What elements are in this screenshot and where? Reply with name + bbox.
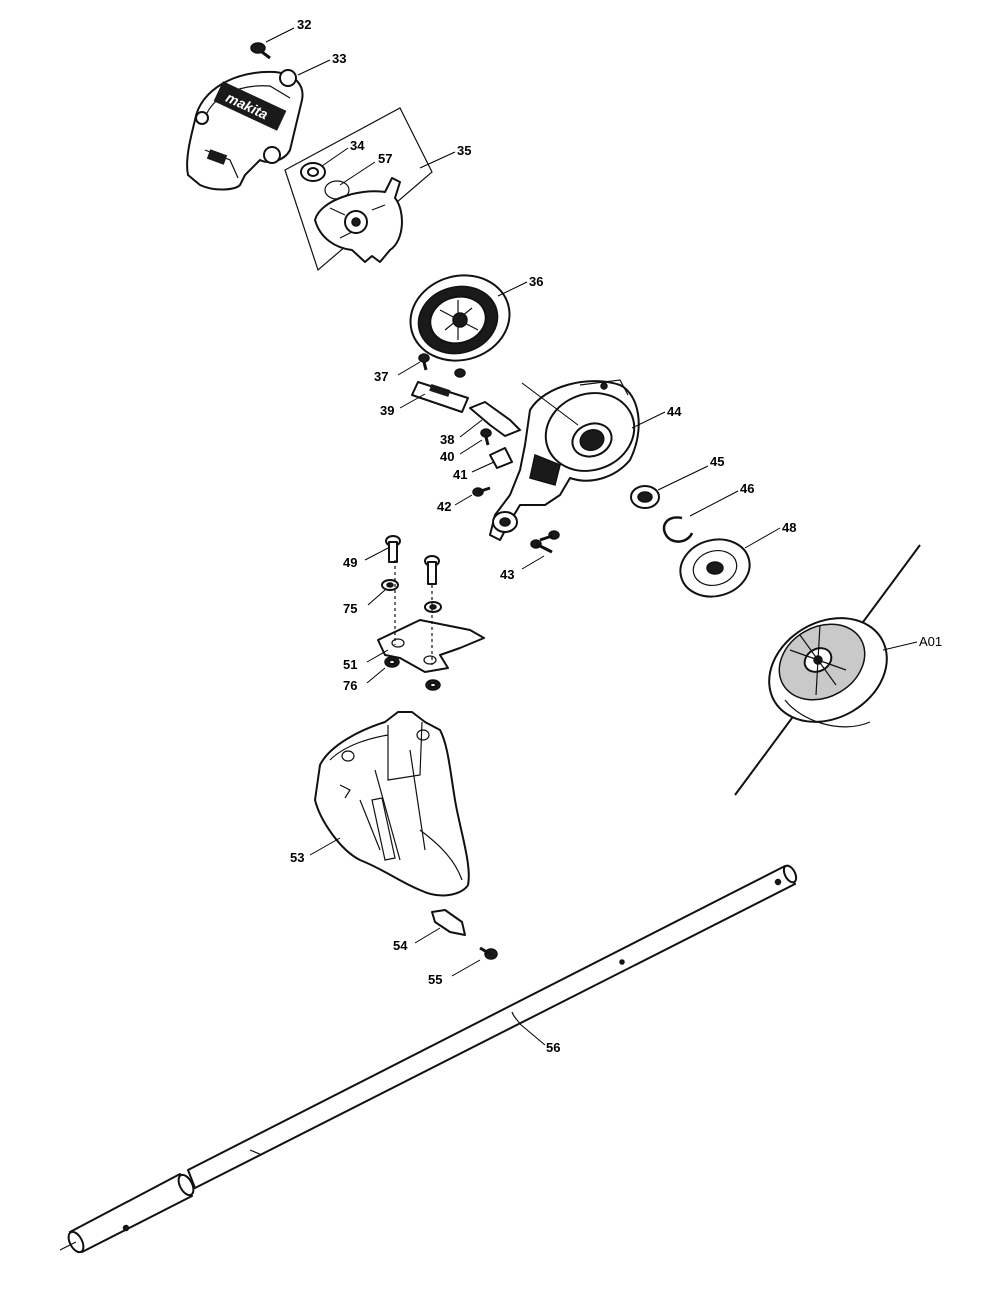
part-48-washer (679, 538, 751, 598)
callout-49: 49 (343, 555, 357, 570)
callout-42: 42 (437, 499, 451, 514)
callout-38: 38 (440, 432, 454, 447)
part-41-clip (489, 447, 513, 469)
part-45-bearing (630, 485, 660, 509)
callout-44: 44 (667, 404, 682, 419)
part-54-line-cutter (431, 909, 466, 936)
part-76-nuts (384, 656, 441, 691)
part-39-plate (411, 381, 469, 413)
part-42-screw (472, 486, 491, 497)
callout-75: 75 (343, 601, 357, 616)
part-43-bolts (530, 530, 560, 554)
callout-41: 41 (453, 467, 467, 482)
callout-36: 36 (529, 274, 543, 289)
callout-43: 43 (500, 567, 514, 582)
part-53-guard (314, 711, 470, 897)
part-46-circlip (662, 516, 694, 543)
callout-labels: 32 33 34 57 35 36 37 39 38 40 41 44 42 4… (290, 17, 942, 1055)
callout-40: 40 (440, 449, 454, 464)
callout-35: 35 (457, 143, 471, 158)
callout-56: 56 (546, 1040, 560, 1055)
callout-39: 39 (380, 403, 394, 418)
part-35-starter-assembly (284, 107, 433, 272)
part-51-bracket (377, 560, 485, 673)
part-A01-trimmer-head (734, 544, 921, 796)
part-33-cover: makita (186, 69, 304, 191)
callout-51: 51 (343, 657, 357, 672)
callout-34: 34 (350, 138, 365, 153)
callout-53: 53 (290, 850, 304, 865)
callout-37: 37 (374, 369, 388, 384)
callout-76: 76 (343, 678, 357, 693)
part-56-shaft-tube (59, 864, 798, 1254)
bolt-upper-right (424, 555, 440, 585)
part-36-pulley (409, 274, 511, 362)
part-37-screws (418, 353, 466, 378)
leader-lines (265, 27, 918, 1046)
part-40-screw (480, 428, 492, 446)
part-49-bolt (385, 535, 401, 563)
part-55-screw (479, 946, 498, 960)
callout-A01: A01 (919, 634, 942, 649)
callout-45: 45 (710, 454, 724, 469)
callout-48: 48 (782, 520, 796, 535)
callout-33: 33 (332, 51, 346, 66)
part-38-bracket (469, 401, 521, 437)
callout-32: 32 (297, 17, 311, 32)
callout-57: 57 (378, 151, 392, 166)
callout-55: 55 (428, 972, 442, 987)
callout-54: 54 (393, 938, 408, 953)
part-32-screw (250, 42, 271, 60)
callout-46: 46 (740, 481, 754, 496)
part-44-gear-housing (489, 379, 640, 541)
